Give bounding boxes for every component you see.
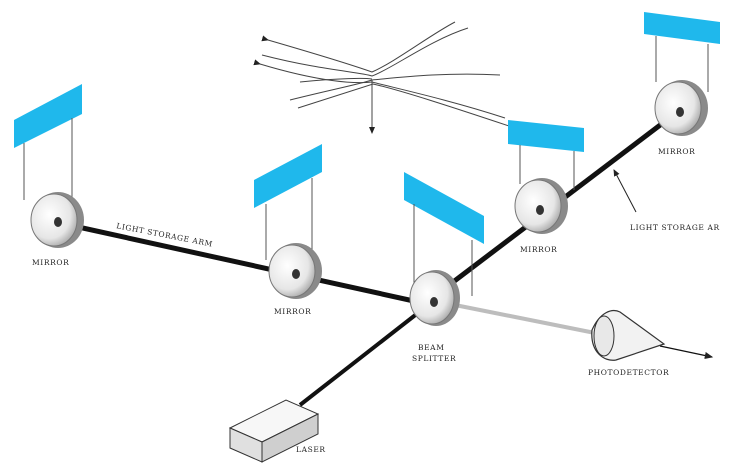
label-right-arm: Light Storage Ar <box>630 223 720 232</box>
mirror-inner-right <box>514 178 568 234</box>
left-arm-beam <box>59 220 433 308</box>
mirror-disc-icon <box>268 244 316 298</box>
label-photodetector: Photodetector <box>588 368 669 377</box>
mirror-left <box>30 192 84 248</box>
laser-beam <box>298 300 434 407</box>
panel-splitter <box>404 172 484 244</box>
mirror-suspensions <box>14 12 720 296</box>
beam-splitter <box>409 270 460 326</box>
beam-paths <box>59 108 714 407</box>
label-right-mirror: Mirror <box>658 147 695 156</box>
photodetector <box>591 309 666 361</box>
arm-pointer <box>613 169 637 213</box>
label-laser: Laser <box>296 445 326 454</box>
output-arrow <box>659 345 714 360</box>
output-beam <box>439 300 621 340</box>
panel-inner-left <box>254 144 322 208</box>
label-inner-left-mirror: Mirror <box>274 307 311 316</box>
label-beam-splitter-1: Beam <box>418 343 444 352</box>
panel-right <box>644 12 720 44</box>
spacetime-wave-icon <box>253 21 516 134</box>
label-left-mirror: Mirror <box>32 258 69 267</box>
mirror-disc-icon <box>30 193 78 247</box>
laser <box>228 399 320 463</box>
label-inner-right-mirror: Mirror <box>520 245 557 254</box>
mirror-right <box>654 80 708 136</box>
label-beam-splitter-2: Splitter <box>412 354 456 363</box>
mirror-inner-left <box>268 243 322 299</box>
panel-inner-right <box>508 120 584 152</box>
panel-left <box>14 84 82 148</box>
